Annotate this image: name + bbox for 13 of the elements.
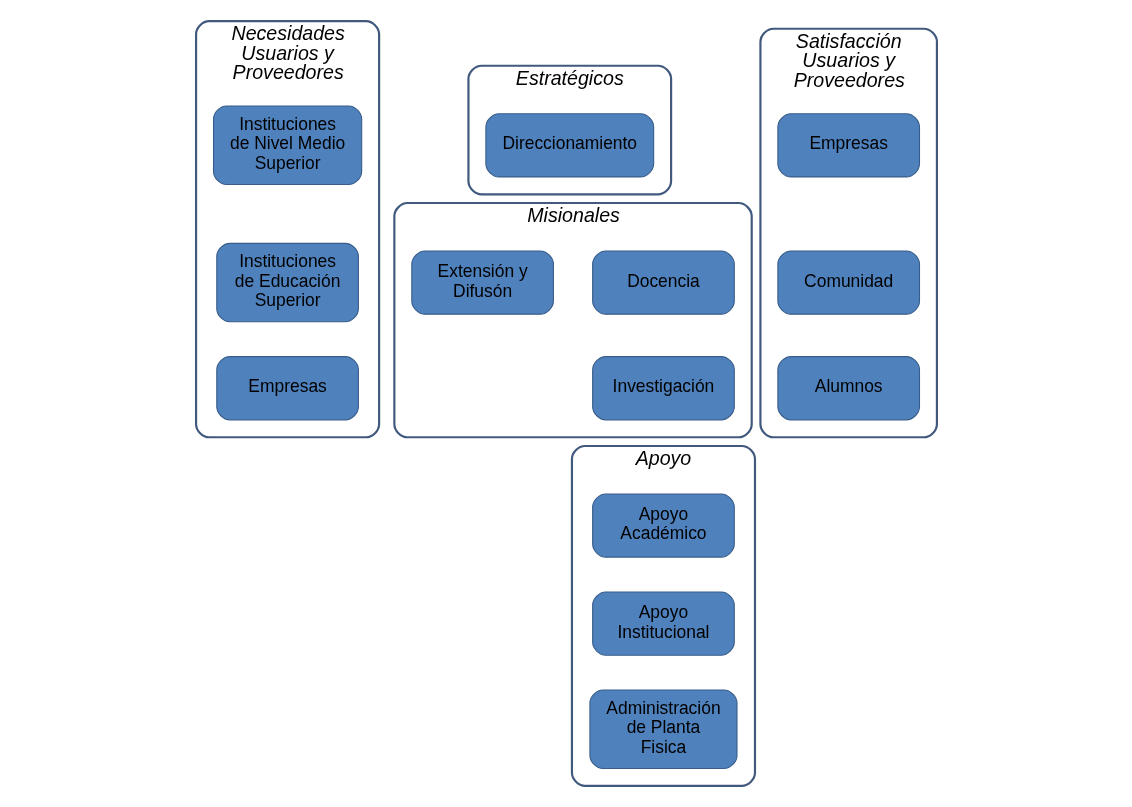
node-box: Docencia	[591, 250, 735, 315]
node-box: Comunidad	[776, 250, 920, 315]
node-box: Investigación	[591, 356, 735, 421]
node-box: Instituciones de Nivel Medio Superior	[212, 105, 362, 186]
node-box: Instituciones de Educación Superior	[215, 242, 359, 323]
node-box: Extensión y Difusón	[410, 250, 554, 315]
node-box: Alumnos	[776, 356, 920, 421]
node-box: Administración de Planta Fisica	[588, 689, 738, 770]
node-box: Apoyo Institucional	[591, 591, 735, 656]
node-box: Empresas	[215, 356, 359, 421]
node-box: Apoyo Académico	[591, 493, 735, 558]
node-box: Direccionamiento	[484, 113, 654, 178]
node-box: Empresas	[776, 113, 920, 178]
